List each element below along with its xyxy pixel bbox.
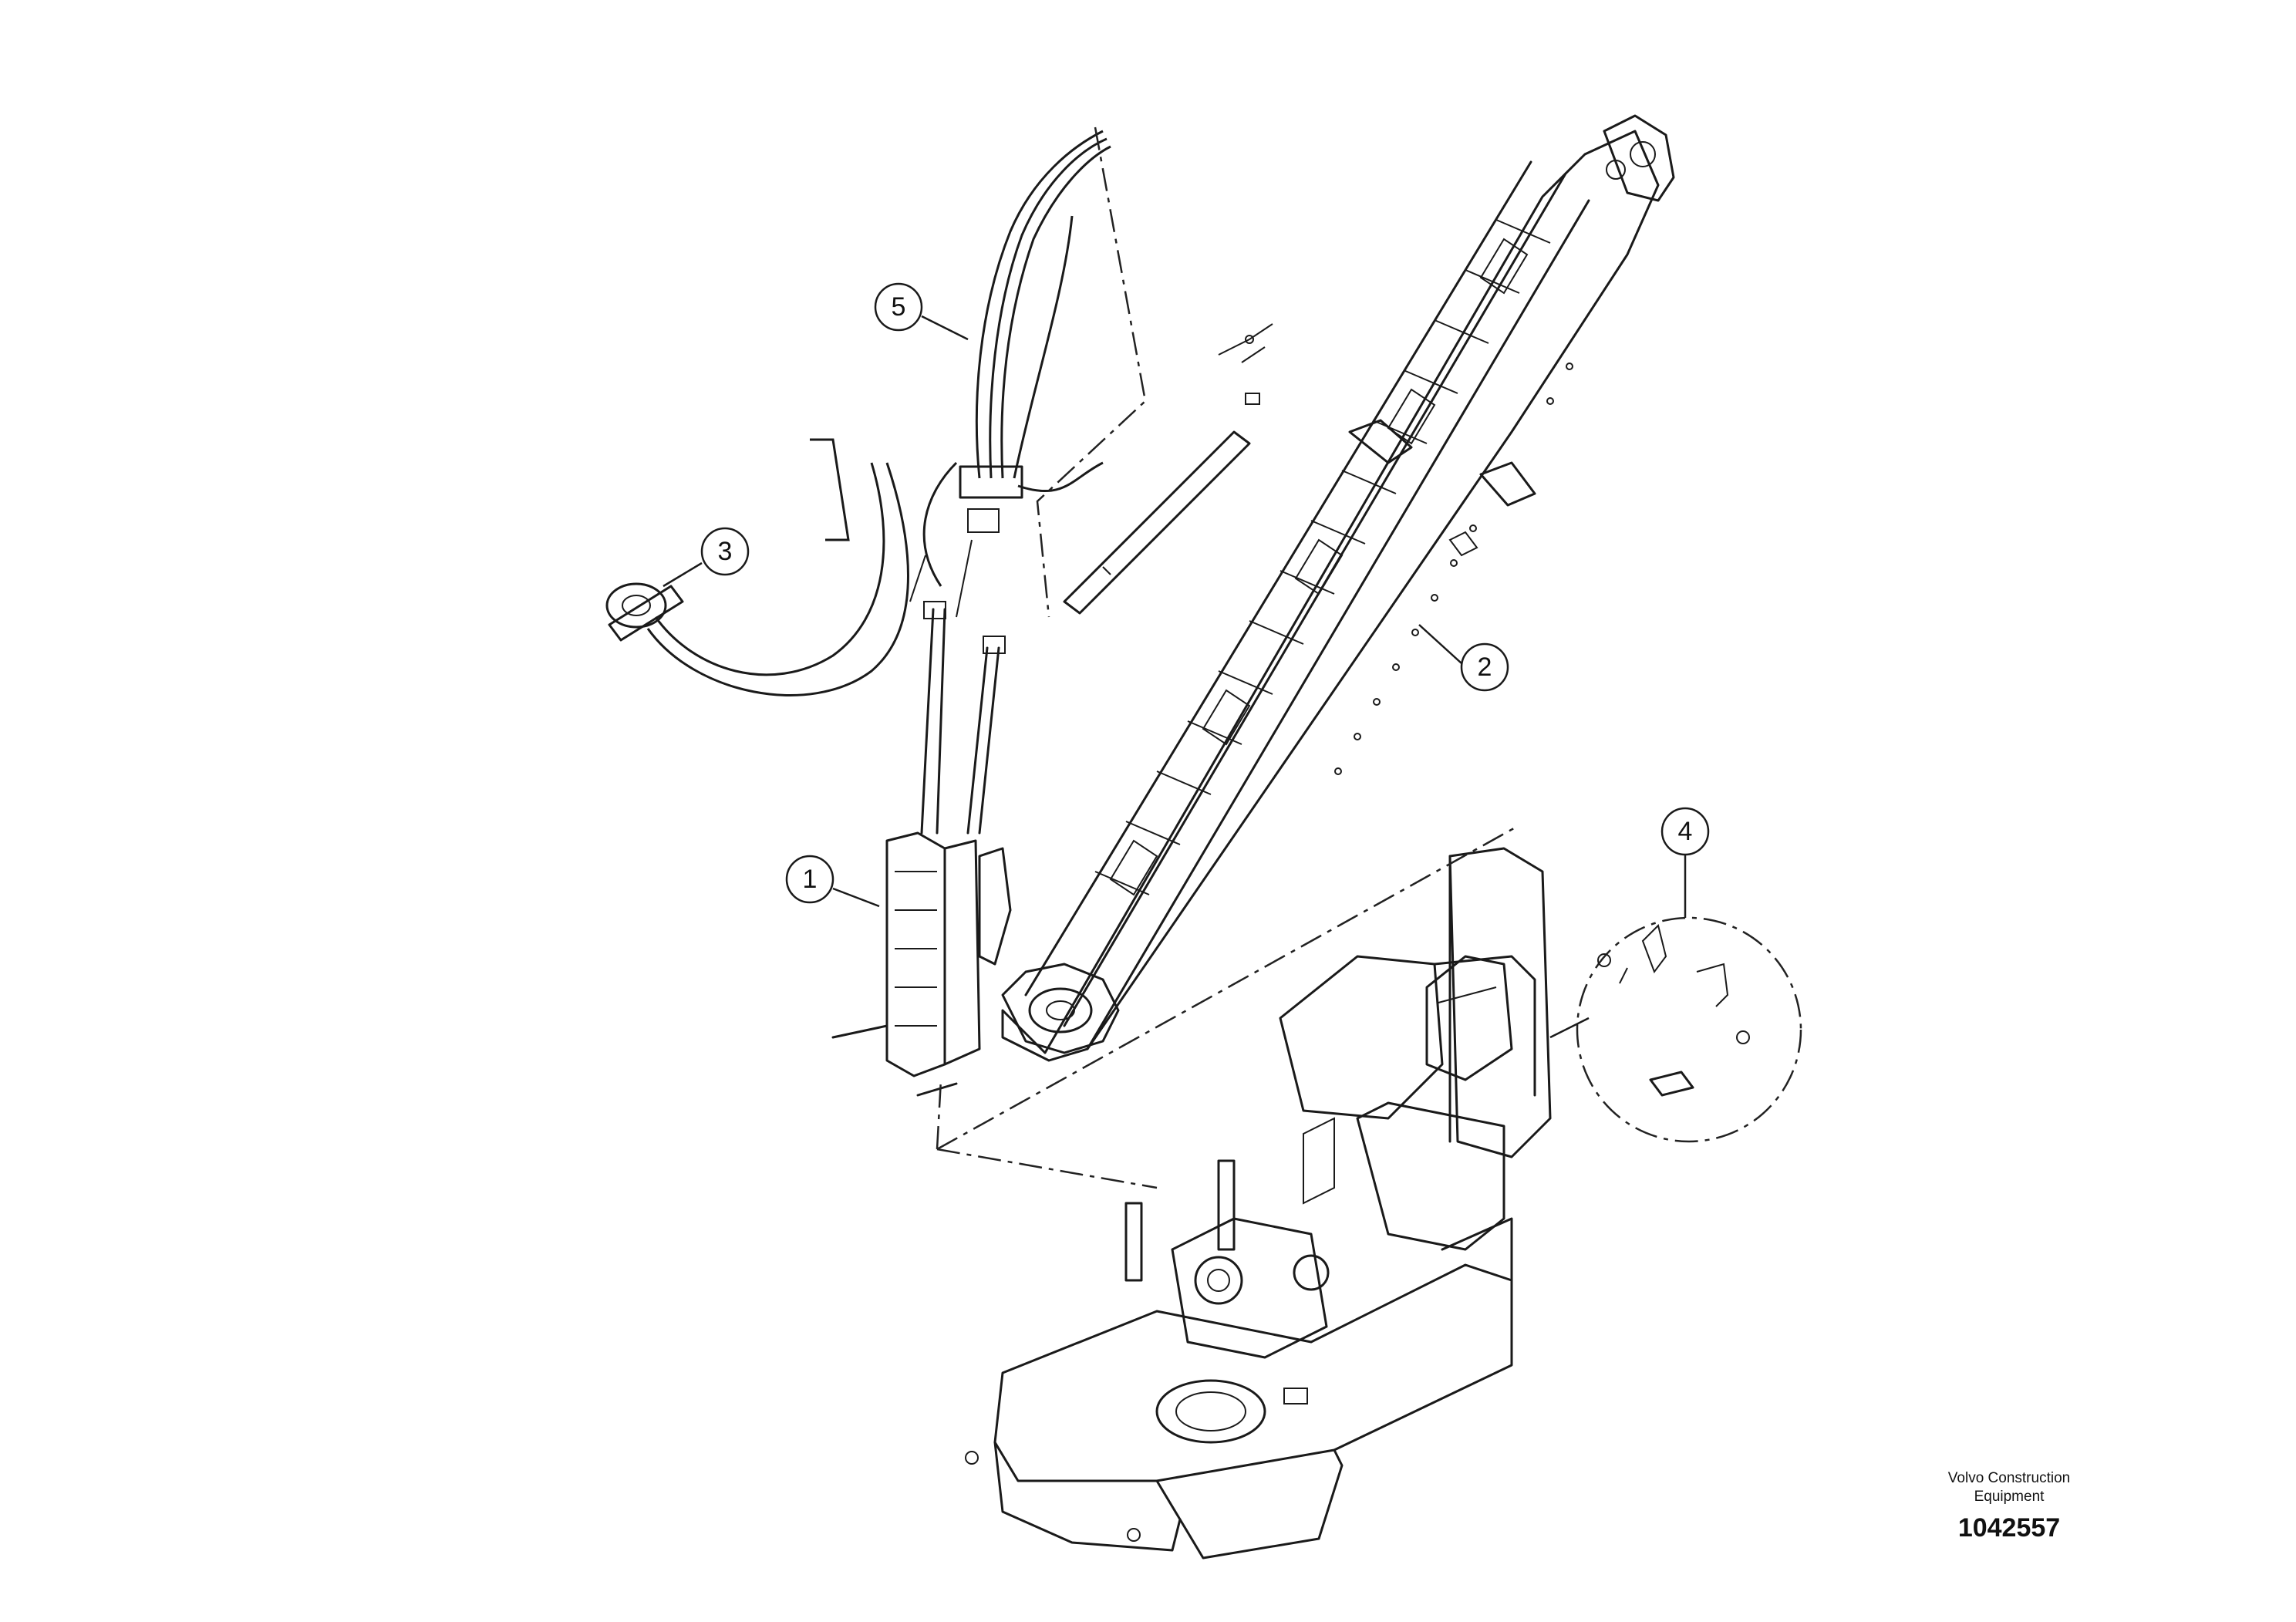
frame-assembly — [831, 601, 1012, 1097]
hose-reel-assembly — [605, 438, 909, 696]
boom-assembly — [1001, 114, 1675, 1062]
callout-3-number: 3 — [718, 537, 733, 566]
callout-4-number: 4 — [1678, 817, 1693, 846]
brand-line-1: Volvo Construction — [1947, 1470, 2071, 1486]
part-number: 1042557 — [1957, 1513, 2061, 1543]
callout-5-number: 5 — [892, 292, 906, 322]
callout-3: 3 — [663, 527, 750, 588]
callout-5: 5 — [874, 282, 969, 341]
boom-side-holes — [1334, 363, 1573, 775]
callout-2-number: 2 — [1478, 653, 1492, 682]
callout-1: 1 — [785, 855, 880, 908]
hardware-detail-group — [1549, 916, 1802, 1143]
hose-bundle-assembly — [909, 130, 1273, 618]
brand-label: Volvo Construction Equipment — [1905, 1469, 2113, 1506]
callout-2: 2 — [1418, 624, 1509, 692]
callout-4: 4 — [1660, 807, 1710, 918]
callout-1-number: 1 — [803, 865, 818, 894]
chassis-assembly — [965, 847, 1552, 1560]
boom-lattice — [1094, 219, 1551, 896]
brand-line-2: Equipment — [1974, 1489, 2045, 1505]
